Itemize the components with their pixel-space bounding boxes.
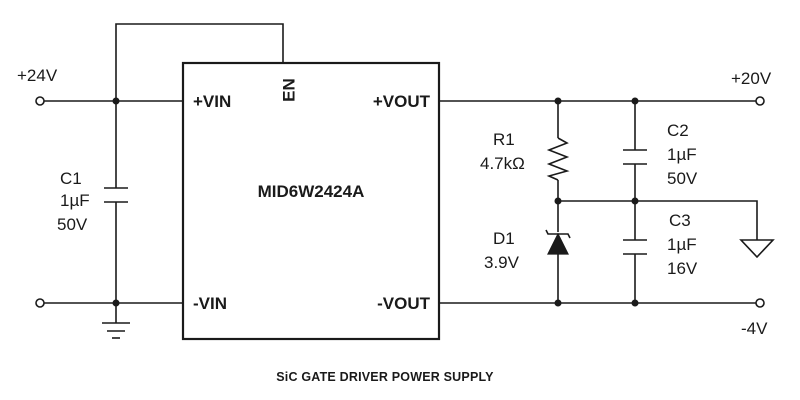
r1-resistor-symbol bbox=[546, 137, 570, 181]
c1-rating-label: 50V bbox=[57, 215, 88, 234]
pin-vin-neg-label: -VIN bbox=[193, 294, 227, 313]
module-part-number: MID6W2424A bbox=[258, 182, 365, 201]
junction-dot bbox=[631, 299, 639, 307]
vout-pos-terminal bbox=[755, 96, 765, 106]
input-ground-icon bbox=[102, 322, 130, 339]
r1-ref-label: R1 bbox=[493, 130, 515, 149]
vout-pos-label: +20V bbox=[731, 69, 772, 88]
vin-pos-label: +24V bbox=[17, 66, 58, 85]
pin-vout-pos-label: +VOUT bbox=[373, 92, 431, 111]
junction-dot bbox=[554, 299, 562, 307]
c3-ref-label: C3 bbox=[669, 211, 691, 230]
c2-capacitor-symbol bbox=[623, 149, 647, 165]
output-ground-icon bbox=[739, 239, 775, 259]
c1-ref-label: C1 bbox=[60, 169, 82, 188]
pin-vin-pos-label: +VIN bbox=[193, 92, 231, 111]
diagram-caption: SiC GATE DRIVER POWER SUPPLY bbox=[276, 370, 494, 384]
pin-vout-neg-label: -VOUT bbox=[377, 294, 431, 313]
c3-rating-label: 16V bbox=[667, 259, 698, 278]
d1-ref-label: D1 bbox=[493, 229, 515, 248]
vout-neg-terminal bbox=[755, 298, 765, 308]
converter-module bbox=[181, 61, 441, 341]
c2-rating-label: 50V bbox=[667, 169, 698, 188]
junction-dot bbox=[554, 197, 562, 205]
d1-zener-diode-symbol bbox=[545, 229, 571, 255]
c2-value-label: 1µF bbox=[667, 145, 697, 164]
output-wiring bbox=[439, 100, 758, 304]
c3-capacitor-symbol bbox=[623, 239, 647, 255]
c3-value-label: 1µF bbox=[667, 235, 697, 254]
pin-enable-label: EN bbox=[279, 78, 298, 102]
junction-dot bbox=[631, 97, 639, 105]
d1-value-label: 3.9V bbox=[484, 253, 520, 272]
junction-dot bbox=[112, 97, 120, 105]
junction-dot bbox=[112, 299, 120, 307]
c1-capacitor-symbol bbox=[104, 187, 128, 203]
junction-dot bbox=[554, 97, 562, 105]
c2-ref-label: C2 bbox=[667, 121, 689, 140]
vin-pos-terminal bbox=[35, 96, 45, 106]
vin-neg-terminal bbox=[35, 298, 45, 308]
junction-dot bbox=[631, 197, 639, 205]
vout-neg-label: -4V bbox=[741, 319, 768, 338]
c1-value-label: 1µF bbox=[60, 191, 90, 210]
r1-value-label: 4.7kΩ bbox=[480, 154, 525, 173]
